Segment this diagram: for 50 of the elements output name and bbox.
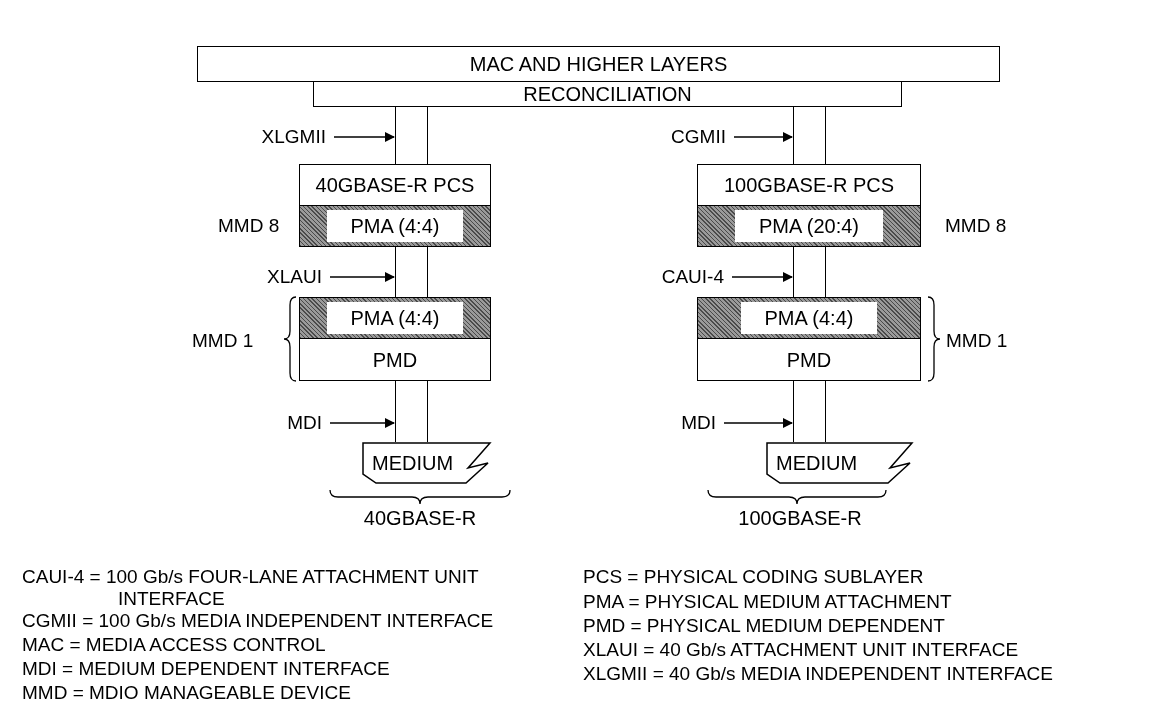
definition-text: MAC = MEDIA ACCESS CONTROL [22, 634, 326, 656]
arrow [329, 418, 395, 428]
medium-label: MEDIUM [775, 451, 858, 476]
device-label: MMD 1 [192, 329, 254, 353]
layer-label: PMA (4:4) [326, 302, 464, 334]
channel-bar [395, 247, 428, 297]
layer-label: PMA (20:4) [734, 210, 883, 242]
channel-bar [793, 247, 826, 297]
layer-box: RECONCILIATION [313, 81, 902, 107]
arrow [731, 272, 793, 282]
shaded-layer-band [299, 297, 491, 339]
layer-label: PMA (4:4) [326, 210, 464, 242]
shaded-layer-band [697, 205, 921, 247]
definition-text: MMD = MDIO MANAGEABLE DEVICE [22, 682, 351, 704]
interface-label: CGMII [640, 126, 726, 148]
definition-text: PMA = PHYSICAL MEDIUM ATTACHMENT [583, 591, 952, 613]
device-label: MMD 8 [945, 214, 1007, 238]
layer-box: PMD [299, 338, 491, 381]
channel-bar [395, 107, 428, 164]
definition-text: CGMII = 100 Gb/s MEDIA INDEPENDENT INTERFACE [22, 610, 494, 632]
arrow [333, 132, 395, 142]
device-label: MMD 8 [218, 214, 280, 238]
interface-label: XLAUI [236, 266, 322, 288]
arrow [723, 418, 793, 428]
phy-type-label: 100GBASE-R [738, 506, 862, 530]
phy-type-label: 40GBASE-R [363, 506, 477, 530]
interface-label: MDI [630, 412, 716, 434]
layer-box: MAC AND HIGHER LAYERS [197, 46, 1000, 82]
definition-text: PMD = PHYSICAL MEDIUM DEPENDENT [583, 615, 945, 637]
device-label: MMD 1 [946, 329, 1008, 353]
arrow [329, 272, 395, 282]
shaded-layer-band [697, 297, 921, 339]
interface-label: CAUI-4 [630, 266, 724, 288]
layer-box: PMD [697, 338, 921, 381]
definition-text: PCS = PHYSICAL CODING SUBLAYER [583, 566, 924, 588]
medium-label: MEDIUM [371, 451, 454, 476]
definition-text: CAUI-4 = 100 Gb/s FOUR-LANE ATTACHMENT UNIT INTERFACE [22, 566, 480, 610]
definition-text: XLAUI = 40 Gb/s ATTACHMENT UNIT INTERFACE [583, 639, 1019, 661]
layer-box: 40GBASE-R PCS [299, 164, 491, 206]
definition-text: MDI = MEDIUM DEPENDENT INTERFACE [22, 658, 390, 680]
channel-bar [793, 381, 826, 442]
definition-text: XLGMII = 40 Gb/s MEDIA INDEPENDENT INTERFACE [583, 663, 1054, 685]
interface-label: XLGMII [236, 126, 326, 148]
interface-label: MDI [236, 412, 322, 434]
channel-bar [395, 381, 428, 442]
arrow [733, 132, 793, 142]
layer-box: 100GBASE-R PCS [697, 164, 921, 206]
shaded-layer-band [299, 205, 491, 247]
channel-bar [793, 107, 826, 164]
layer-label: PMA (4:4) [740, 302, 878, 334]
